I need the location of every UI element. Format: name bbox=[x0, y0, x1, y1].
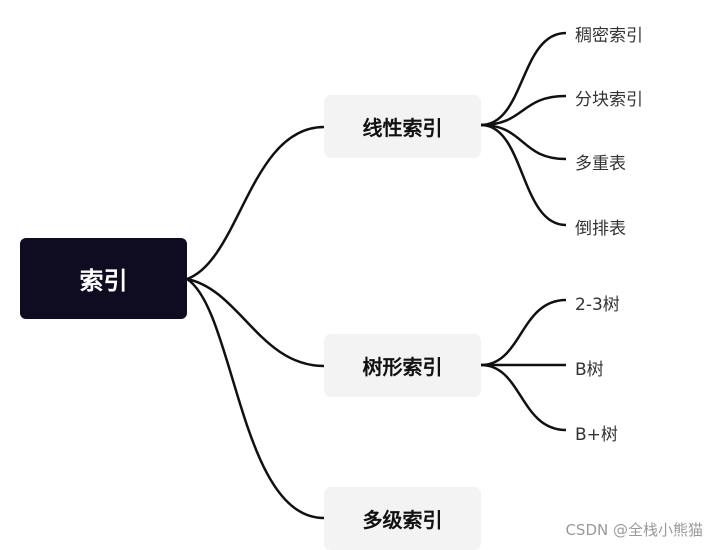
leaf-b-plus-tree[interactable]: B+树 bbox=[575, 425, 618, 445]
edge-linear-inverted bbox=[480, 123, 567, 227]
root-node-label: 索引 bbox=[79, 267, 128, 295]
edge-root-multilevel bbox=[186, 277, 325, 520]
leaf-2-3-tree[interactable]: 2-3树 bbox=[575, 295, 620, 315]
leaf-block-index[interactable]: 分块索引 bbox=[575, 90, 643, 110]
edge-tree-bplus bbox=[480, 363, 567, 432]
root-node[interactable]: 索引 bbox=[20, 238, 187, 319]
edge-root-linear bbox=[186, 125, 325, 281]
branch-node-multilevel-index[interactable]: 多级索引 bbox=[324, 487, 481, 550]
edge-linear-block bbox=[480, 94, 567, 127]
leaf-dense-index[interactable]: 稠密索引 bbox=[575, 26, 643, 46]
edge-tree-23 bbox=[480, 298, 567, 367]
branch-node-tree-index[interactable]: 树形索引 bbox=[324, 334, 481, 397]
edge-root-tree bbox=[186, 277, 325, 368]
branch-node-linear-index[interactable]: 线性索引 bbox=[324, 95, 481, 158]
edge-linear-dense bbox=[480, 31, 567, 127]
watermark: CSDN @全栈小熊猫 bbox=[565, 521, 703, 539]
branch-node-label: 树形索引 bbox=[362, 355, 443, 379]
branch-node-label: 线性索引 bbox=[362, 116, 443, 140]
leaf-multilist[interactable]: 多重表 bbox=[575, 154, 626, 174]
edge-linear-multilist bbox=[480, 123, 567, 161]
leaf-b-tree[interactable]: B树 bbox=[575, 360, 604, 380]
branch-node-label: 多级索引 bbox=[362, 508, 443, 532]
leaf-inverted-list[interactable]: 倒排表 bbox=[575, 219, 626, 239]
